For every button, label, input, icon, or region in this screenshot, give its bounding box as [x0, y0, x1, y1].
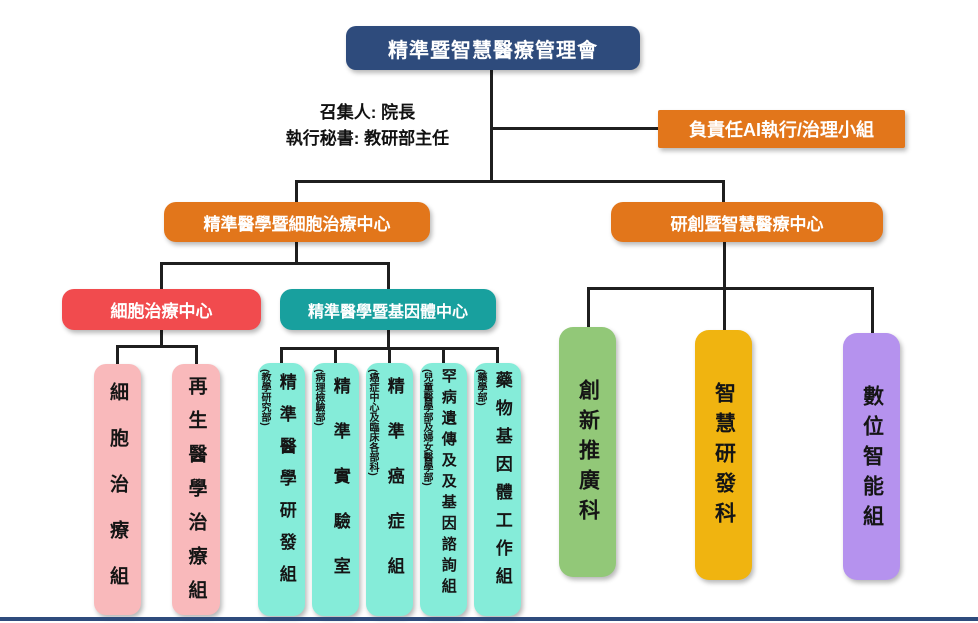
- connector-line: [587, 287, 590, 327]
- unit-precision-medicine-rd-group: (教學研究部) 精準醫學研發組: [258, 363, 305, 616]
- unit-cell-therapy-group: 細胞治療組: [94, 364, 141, 615]
- connector-line: [295, 180, 298, 204]
- unit-label: 創新推廣科: [576, 379, 600, 529]
- connector-line: [116, 345, 198, 348]
- connector-line: [160, 262, 163, 289]
- connector-line: [295, 180, 725, 183]
- unit-smart-rd-dept: 智慧研發科: [695, 330, 752, 580]
- connector-line: [490, 127, 658, 130]
- connector-line: [195, 345, 198, 364]
- connector-line: [490, 70, 493, 182]
- connector-line: [442, 347, 445, 363]
- unit-label: 智慧研發科: [712, 382, 736, 532]
- connector-line: [871, 287, 874, 333]
- unit-label: 數位智能組: [860, 385, 884, 535]
- unit-dept-note: (兒童醫學部及婦女醫學部): [421, 369, 432, 486]
- ai-governance-box: 負責任AI執行/治理小組: [658, 110, 905, 148]
- unit-innovation-promotion-dept: 創新推廣科: [559, 327, 616, 577]
- unit-label: 精準癌症組: [384, 377, 404, 602]
- unit-dept-note: (癌症中心及臨床各部科): [367, 369, 378, 476]
- connector-line: [334, 347, 337, 363]
- smart-medical-center-box: 研創暨智慧醫療中心: [611, 202, 883, 242]
- coordinator-note: 召集人: 院長 執行秘書: 教研部主任: [250, 100, 485, 152]
- unit-dept-note: (藥學部): [475, 369, 486, 406]
- unit-regenerative-medicine-group: 再生醫學治療組: [172, 364, 220, 615]
- unit-label: 精準醫學研發組: [276, 373, 296, 597]
- connector-line: [723, 287, 726, 330]
- unit-dept-note: (病理檢驗部): [313, 369, 324, 426]
- precision-cell-center-box: 精準醫學暨細胞治療中心: [164, 202, 430, 242]
- connector-line: [387, 330, 390, 349]
- connector-line: [387, 262, 390, 289]
- connector-line: [280, 347, 283, 363]
- unit-rare-disease-genetic-counseling-group: (兒童醫學部及婦女醫學部) 罕病遺傳及及基因諮詢組: [420, 363, 467, 616]
- secretary-line: 執行秘書: 教研部主任: [285, 129, 450, 148]
- coordinator-line: 召集人: 院長: [319, 103, 416, 122]
- connector-line: [587, 287, 874, 290]
- connector-line: [160, 330, 163, 347]
- bottom-divider: [0, 617, 978, 621]
- genome-center-box: 精準醫學暨基因體中心: [280, 289, 496, 330]
- connector-line: [723, 242, 726, 289]
- unit-precision-laboratory: (病理檢驗部) 精準實驗室: [312, 363, 359, 616]
- connector-line: [295, 242, 298, 264]
- connector-line: [160, 262, 390, 265]
- unit-dept-note: (教學研究部): [259, 369, 270, 426]
- root-box: 精準暨智慧醫療管理會: [346, 26, 640, 70]
- unit-digital-intelligence-group: 數位智能組: [843, 333, 900, 580]
- connector-line: [496, 347, 499, 363]
- cell-therapy-center-box: 細胞治療中心: [62, 289, 261, 330]
- unit-pharmacogenomics-working-group: (藥學部) 藥物基因體工作組: [474, 363, 521, 616]
- unit-precision-cancer-group: (癌症中心及臨床各部科) 精準癌症組: [366, 363, 413, 616]
- unit-label: 罕病遺傳及及基因諮詢組: [439, 368, 457, 599]
- connector-line: [722, 180, 725, 204]
- connector-line: [388, 347, 391, 363]
- connector-line: [116, 345, 119, 364]
- unit-label: 再生醫學治療組: [185, 376, 207, 614]
- unit-label: 細胞治療組: [107, 382, 128, 612]
- unit-label: 精準實驗室: [330, 377, 350, 602]
- unit-label: 藥物基因體工作組: [492, 371, 512, 595]
